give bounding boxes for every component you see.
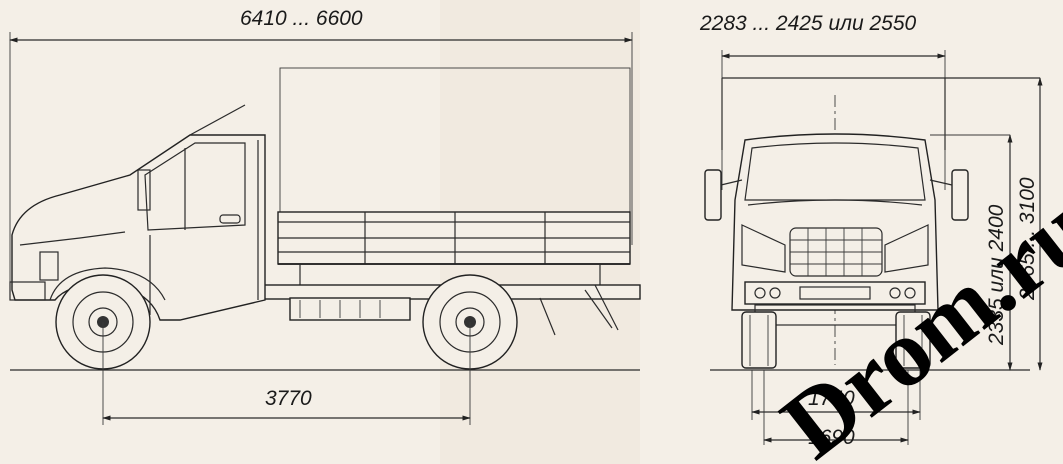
cab-height-label: 2335 или 2400 xyxy=(985,204,1008,346)
overall-width-label: 2283 ... 2425 или 2550 xyxy=(699,12,917,35)
cab xyxy=(9,104,266,321)
front-view xyxy=(704,50,1043,445)
track-front-label: 1740 xyxy=(808,387,855,410)
tent-height-label: 2965 ... 3100 xyxy=(1016,177,1039,301)
front-wheel-right xyxy=(895,311,931,369)
overall-length-label: 6410 ... 6600 xyxy=(240,7,363,30)
track-rear-label: 1690 xyxy=(808,426,855,449)
side-view xyxy=(9,32,641,425)
wheelbase-label: 3770 xyxy=(265,387,312,410)
cargo-body xyxy=(277,211,631,285)
front-wheel-left xyxy=(741,311,777,369)
mirror-left xyxy=(704,169,743,221)
mirror-right xyxy=(929,169,969,221)
cab-front xyxy=(731,133,939,326)
